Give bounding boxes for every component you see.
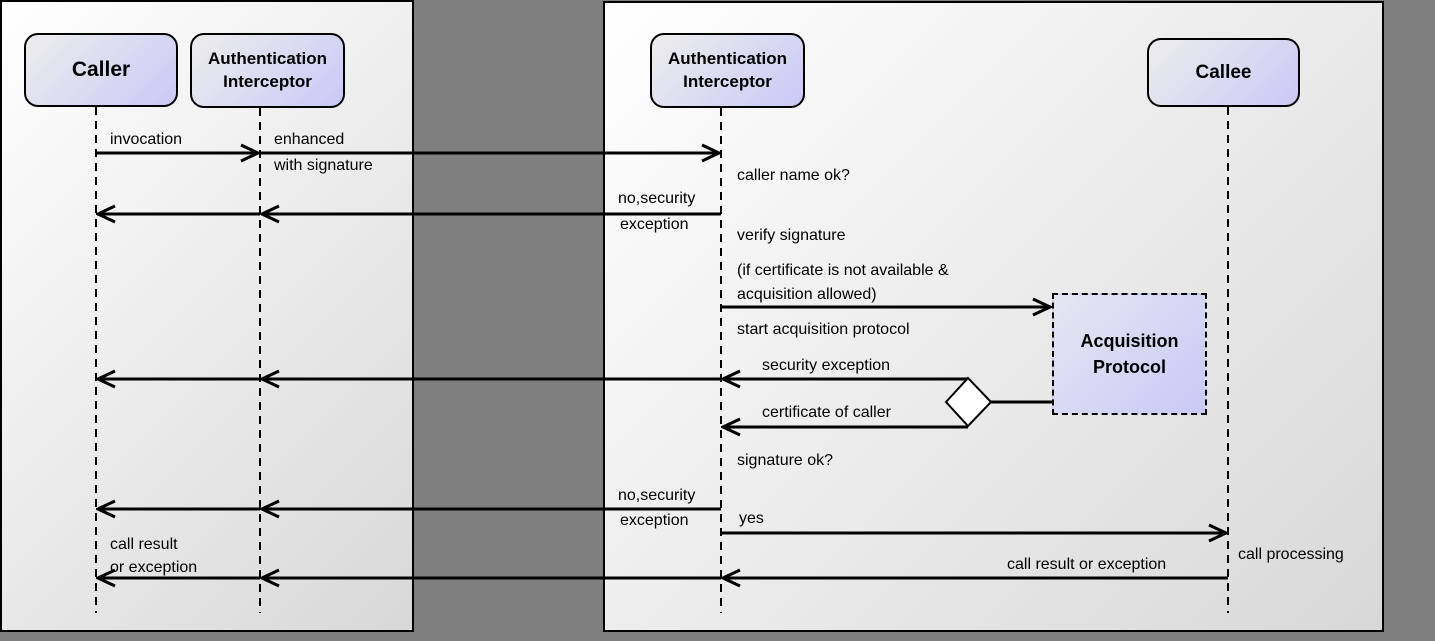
label-security-exception: security exception — [762, 357, 891, 374]
label-caller-name-ok: caller name ok? — [737, 167, 850, 184]
label-signature-ok: signature ok? — [737, 452, 834, 469]
label-invocation: invocation — [110, 131, 183, 148]
label-call-result-line2: or exception — [110, 559, 198, 576]
label-enhanced-line2: with signature — [274, 157, 373, 174]
activity-acquisition-protocol: Acquisition Protocol — [1052, 293, 1207, 415]
label-yes: yes — [739, 510, 764, 527]
actor-callee: Callee — [1147, 38, 1300, 107]
label-if-certificate-line1: (if certificate is not available & — [737, 262, 949, 279]
label-enhanced-line1: enhanced — [274, 131, 345, 148]
actor-auth-interceptor-right: Authentication Interceptor — [650, 33, 805, 108]
label-no-security-1-line1: no,security — [618, 190, 696, 207]
actor-caller: Caller — [24, 33, 178, 107]
label-call-result-line1: call result — [110, 536, 178, 553]
label-certificate-of-caller: certificate of caller — [762, 404, 891, 421]
label-call-processing: call processing — [1238, 546, 1344, 563]
label-no-security-1-line2: exception — [620, 216, 689, 233]
actor-auth-interceptor-left: Authentication Interceptor — [190, 33, 345, 108]
label-verify-signature: verify signature — [737, 227, 846, 244]
label-call-result-or-exception: call result or exception — [1007, 556, 1167, 573]
label-no-security-2-line1: no,security — [618, 487, 696, 504]
label-no-security-2-line2: exception — [620, 512, 689, 529]
label-start-acquisition: start acquisition protocol — [737, 321, 910, 338]
label-if-certificate-line2: acquisition allowed) — [737, 286, 877, 303]
